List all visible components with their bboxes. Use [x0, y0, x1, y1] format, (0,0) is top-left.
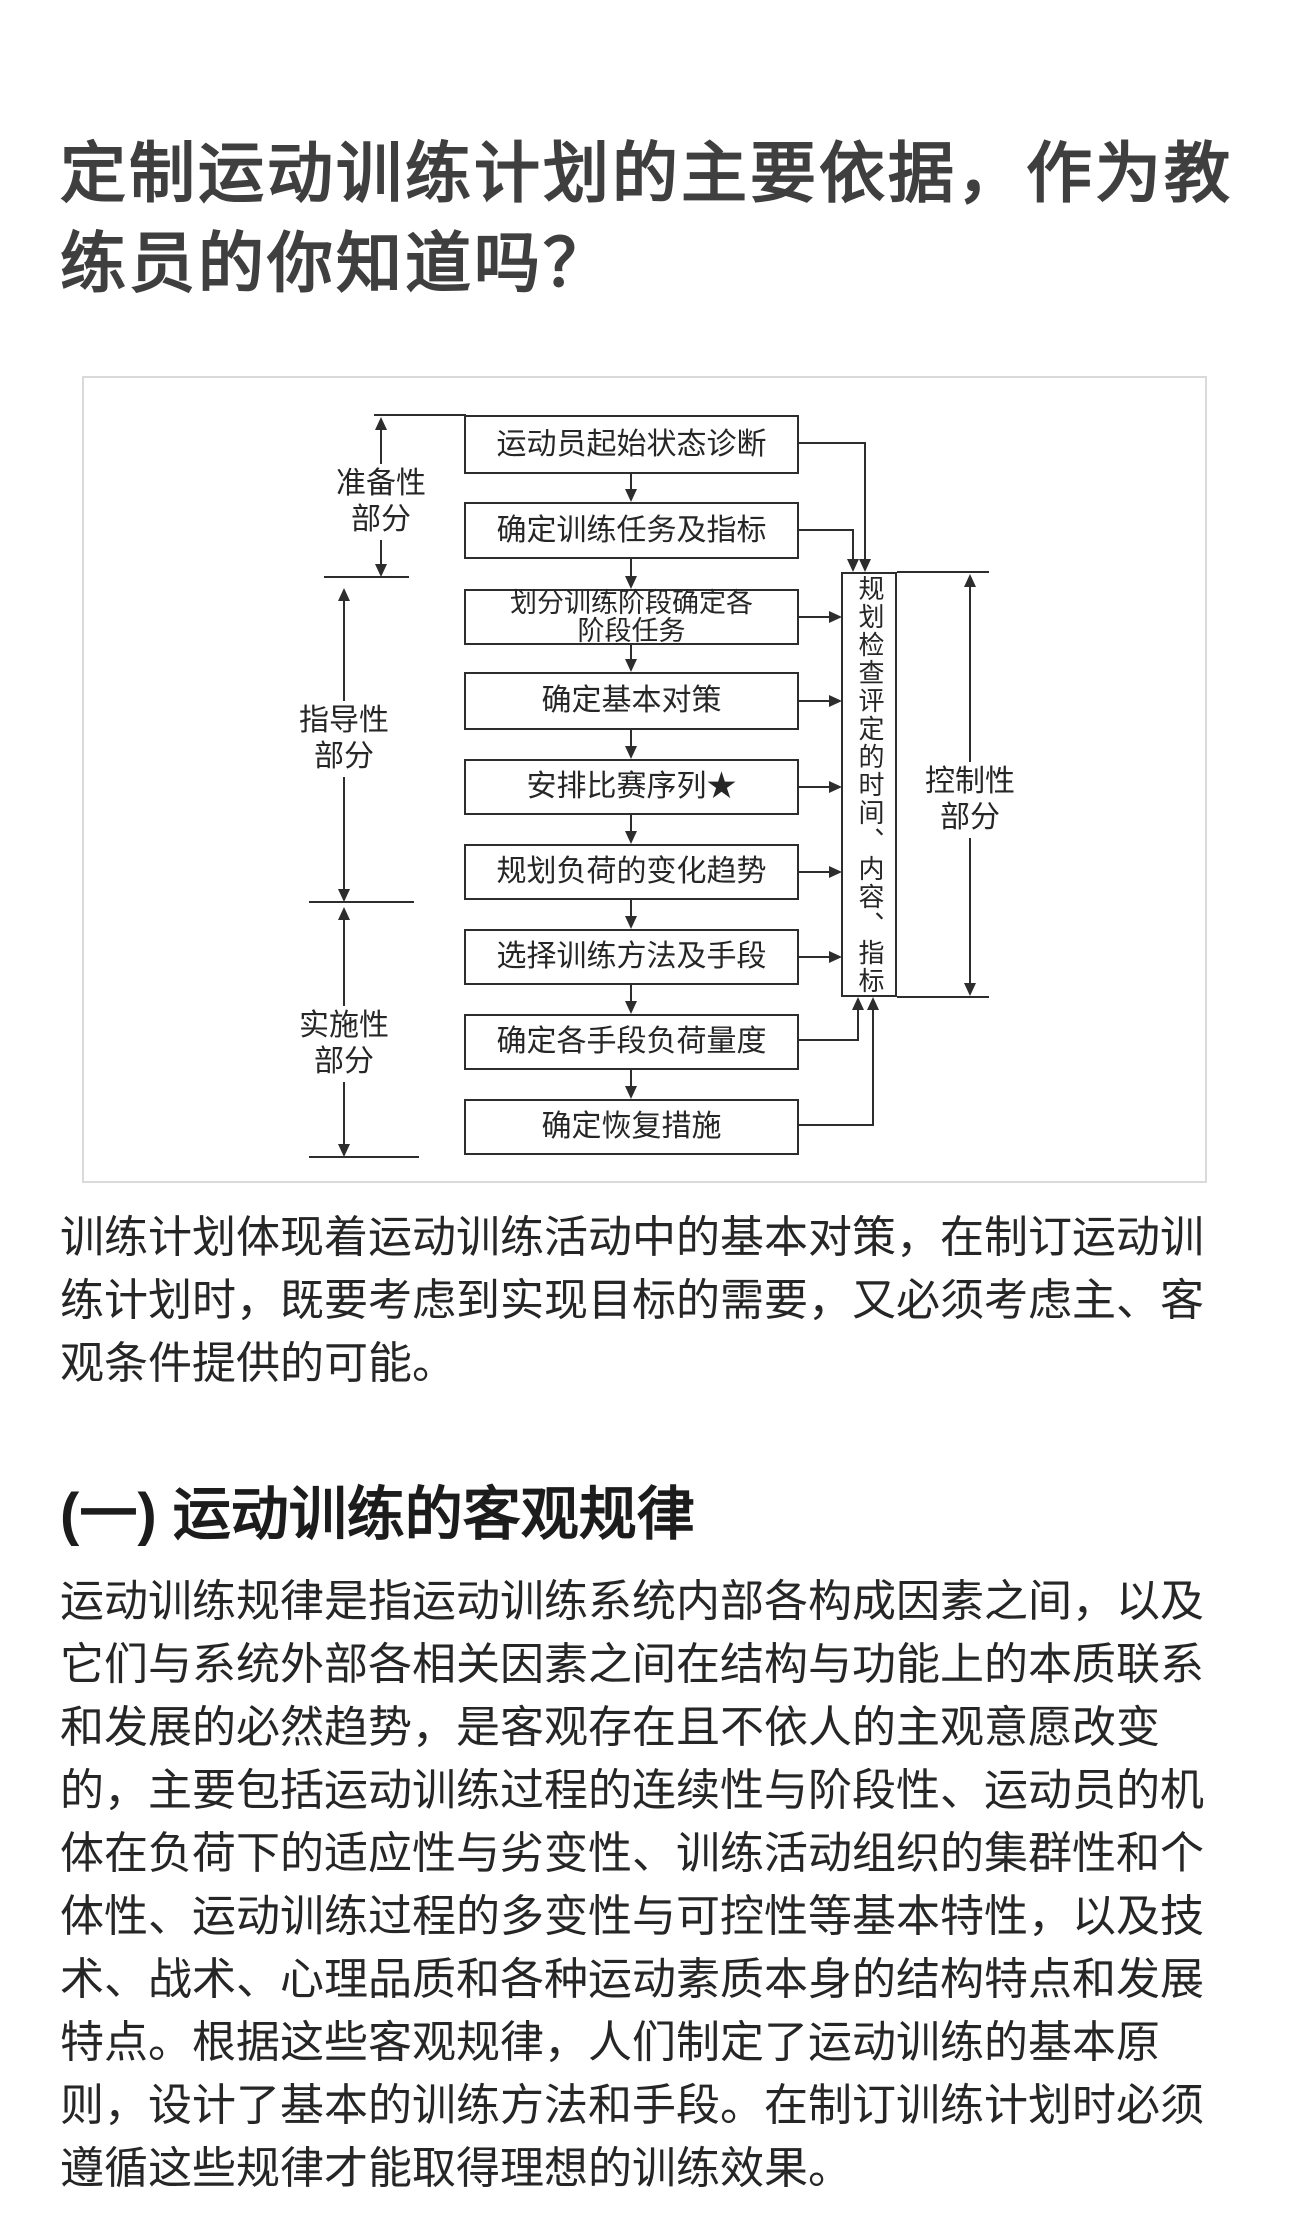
flow-arrow-line	[630, 730, 632, 746]
training-plan-flowchart: 运动员起始状态诊断 确定训练任务及指标 划分训练阶段确定各阶段任务 确定基本对策…	[82, 376, 1207, 1183]
arrow-up-icon	[338, 588, 350, 601]
flow-arrow-line	[857, 1010, 859, 1041]
arrow-down-icon	[338, 1144, 350, 1157]
paragraph-body: 运动训练规律是指运动训练系统内部各构成因素之间，以及它们与系统外部各相关因素之间…	[60, 1577, 1204, 2193]
flow-arrow-line	[852, 529, 854, 560]
flow-step-9: 确定恢复措施	[464, 1099, 799, 1155]
control-part-label: 控制性 部分	[910, 764, 1030, 836]
bracket-line	[969, 838, 971, 983]
control-part-label-line2: 部分	[940, 801, 1000, 834]
arrow-right-icon	[829, 951, 842, 963]
flow-step-9-label: 确定恢复措施	[541, 1110, 722, 1144]
flow-arrow-line	[799, 1124, 874, 1126]
flow-step-4-label: 确定基本对策	[541, 684, 722, 718]
flow-step-3-label: 划分训练阶段确定各阶段任务	[510, 587, 753, 646]
arrow-down-icon	[625, 1001, 637, 1014]
bracket-line	[969, 587, 971, 762]
flow-arrow-line	[630, 645, 632, 659]
arrow-up-icon	[852, 997, 864, 1010]
bracket-line	[380, 430, 382, 464]
arrow-down-icon	[625, 659, 637, 672]
stage-label-implementation-line1: 实施性	[299, 1009, 389, 1042]
arrow-up-icon	[338, 907, 350, 920]
arrow-down-icon	[625, 576, 637, 589]
flow-step-2: 确定训练任务及指标	[464, 502, 799, 559]
page-title: 定制运动训练计划的主要依据，作为教练员的你知道吗？	[60, 136, 1233, 300]
flow-arrow-line	[872, 1010, 874, 1126]
flow-arrow-line	[799, 871, 831, 873]
paragraph-intro: 训练计划体现着运动训练活动中的基本对策，在制订运动训练计划时，既要考虑到实现目标…	[60, 1213, 1204, 1388]
arrow-up-icon	[964, 574, 976, 587]
arrow-down-icon	[625, 831, 637, 844]
flow-step-1-label: 运动员起始状态诊断	[496, 427, 767, 461]
flow-step-1: 运动员起始状态诊断	[464, 415, 799, 474]
flow-step-8-label: 确定各手段负荷量度	[496, 1025, 767, 1059]
evaluation-box-label: 规划检查评定的时间、内容、指标	[855, 574, 884, 995]
arrow-down-icon	[625, 916, 637, 929]
bracket-tick	[897, 571, 989, 573]
bracket-line	[343, 601, 345, 701]
stage-label-preparatory-line2: 部分	[351, 503, 411, 536]
arrow-down-icon	[338, 889, 350, 902]
flow-arrow-line	[799, 616, 831, 618]
flow-arrow-line	[630, 1070, 632, 1086]
arrow-right-icon	[829, 695, 842, 707]
flow-step-5-label: 安排比赛序列★	[526, 770, 737, 804]
control-part-label-line1: 控制性	[925, 765, 1015, 798]
stage-label-preparatory: 准备性 部分	[321, 466, 441, 538]
arrow-up-icon	[867, 997, 879, 1010]
flow-arrow-line	[630, 985, 632, 1001]
flow-step-5: 安排比赛序列★	[464, 759, 799, 815]
arrow-down-icon	[375, 564, 387, 577]
bracket-tick	[374, 414, 466, 416]
flow-step-6: 规划负荷的变化趋势	[464, 844, 799, 900]
flow-arrow-line	[799, 442, 866, 444]
flow-arrow-line	[799, 529, 854, 531]
flow-step-6-label: 规划负荷的变化趋势	[496, 855, 767, 889]
flow-arrow-line	[799, 956, 831, 958]
flow-step-8: 确定各手段负荷量度	[464, 1014, 799, 1070]
stage-label-guiding: 指导性 部分	[284, 703, 404, 775]
flow-step-7-label: 选择训练方法及手段	[496, 940, 767, 974]
evaluation-box: 规划检查评定的时间、内容、指标	[841, 572, 897, 997]
stage-label-preparatory-line1: 准备性	[336, 467, 426, 500]
flow-arrow-line	[799, 700, 831, 702]
flow-arrow-line	[630, 559, 632, 576]
section-heading: (一) 运动训练的客观规律	[60, 1482, 695, 1547]
bracket-line	[343, 1082, 345, 1145]
arrow-down-icon	[964, 983, 976, 996]
arrow-down-icon	[625, 489, 637, 502]
flow-arrow-line	[799, 786, 831, 788]
stage-label-guiding-line2: 部分	[314, 740, 374, 773]
stage-label-guiding-line1: 指导性	[299, 704, 389, 737]
arrow-down-icon	[859, 559, 871, 572]
bracket-tick	[897, 996, 989, 998]
flow-arrow-line	[799, 1039, 859, 1041]
arrow-down-icon	[625, 746, 637, 759]
stage-label-implementation: 实施性 部分	[284, 1008, 404, 1080]
arrow-up-icon	[375, 417, 387, 430]
flow-step-7: 选择训练方法及手段	[464, 929, 799, 985]
bracket-tick	[309, 901, 414, 903]
bracket-tick	[324, 576, 409, 578]
flow-arrow-line	[630, 815, 632, 831]
flow-step-3: 划分训练阶段确定各阶段任务	[464, 589, 799, 645]
bracket-line	[343, 920, 345, 1006]
arrow-right-icon	[829, 611, 842, 623]
arrow-down-icon	[625, 1086, 637, 1099]
stage-label-implementation-line2: 部分	[314, 1045, 374, 1078]
bracket-line	[343, 777, 345, 889]
flow-step-4: 确定基本对策	[464, 672, 799, 730]
flow-arrow-line	[630, 474, 632, 489]
flow-arrow-line	[630, 900, 632, 916]
arrow-down-icon	[847, 559, 859, 572]
flow-step-2-label: 确定训练任务及指标	[496, 513, 767, 547]
arrow-right-icon	[829, 781, 842, 793]
bracket-line	[380, 540, 382, 564]
flow-arrow-line	[864, 442, 866, 560]
arrow-right-icon	[829, 866, 842, 878]
bracket-tick	[309, 1156, 419, 1158]
